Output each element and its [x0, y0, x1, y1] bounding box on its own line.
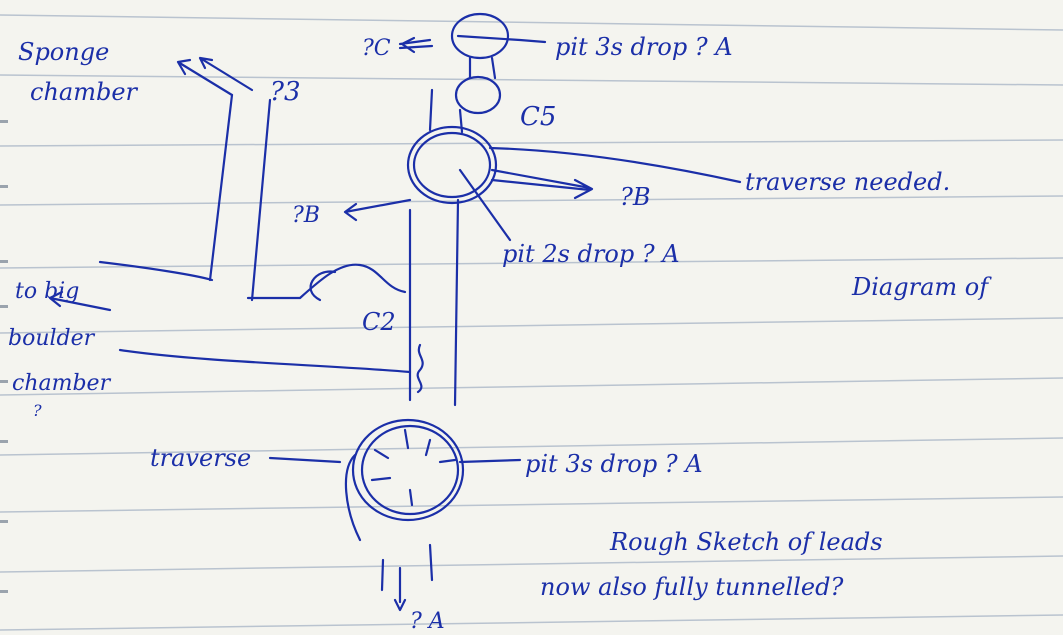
label-rough-sketch: Rough Sketch of leads — [609, 528, 883, 556]
label-now-also: now also fully tunnelled? — [540, 573, 843, 601]
arrow-to-boulder — [48, 290, 112, 312]
label-chamber: chamber — [30, 78, 139, 106]
boulder-passage-mid — [246, 263, 407, 300]
exit-bottom — [380, 543, 434, 612]
boulder-passage-bottom — [118, 348, 412, 374]
label-diagram-of: Diagram of — [851, 273, 992, 301]
sponge-arrow-2 — [198, 56, 254, 92]
arrow-to-b-right — [490, 168, 594, 200]
cave-passages — [48, 12, 742, 612]
label-q3: ?3 — [270, 77, 300, 107]
bottom-chamber-outline — [351, 418, 465, 522]
bottom-chamber-hatching — [370, 428, 457, 507]
top-pit-line — [456, 34, 547, 44]
binding-holes — [0, 120, 8, 593]
sponge-passage — [208, 93, 272, 302]
label-traverse-needed: traverse needed. — [745, 168, 950, 196]
top-left-arrow — [398, 36, 434, 54]
traverse-line — [268, 456, 342, 464]
boulder-passage-top — [98, 260, 214, 282]
traverse-curve — [344, 453, 362, 542]
label-qa-bottom: ? A — [410, 609, 445, 634]
label-pit3s-top: pit 3s drop ? A — [555, 33, 733, 61]
c5-chamber-outline — [454, 75, 502, 115]
bottom-pit-line — [458, 458, 522, 464]
annotations: Sponge chamber ?3 ?C pit 3s drop ? A C5 … — [8, 33, 992, 634]
label-q-top-left: ?C — [362, 36, 391, 61]
label-pit3s-bottom: pit 3s drop ? A — [525, 450, 703, 478]
ruled-lines — [0, 14, 1063, 631]
label-q-small: ? — [33, 401, 42, 420]
label-pit2s: pit 2s drop ? A — [502, 240, 680, 268]
passage-loop — [309, 270, 337, 302]
label-qb-left: ?B — [292, 203, 320, 228]
label-chamber-2: chamber — [12, 371, 112, 396]
label-boulder: boulder — [8, 326, 96, 351]
label-sponge: Sponge — [18, 38, 109, 66]
label-qb-right: ?B — [620, 183, 651, 211]
label-to-big: to big — [15, 279, 79, 304]
main-chamber-outline — [406, 125, 498, 205]
label-traverse: traverse — [150, 444, 251, 472]
shaft-right-wall — [453, 198, 460, 407]
main-chamber-inner — [412, 131, 492, 199]
shaft-ladder — [416, 343, 424, 394]
arrow-to-b-left — [343, 198, 412, 222]
shaft-c5-main — [428, 88, 464, 134]
traverse-needed-line — [488, 146, 742, 184]
shaft-top-c5 — [468, 56, 497, 80]
pit2s-line — [458, 168, 512, 242]
bottom-chamber-inner — [360, 424, 460, 516]
top-chamber-outline — [450, 12, 510, 60]
sponge-arrow-1 — [176, 58, 234, 97]
label-c2: C2 — [362, 308, 396, 336]
label-c5: C5 — [520, 102, 556, 132]
